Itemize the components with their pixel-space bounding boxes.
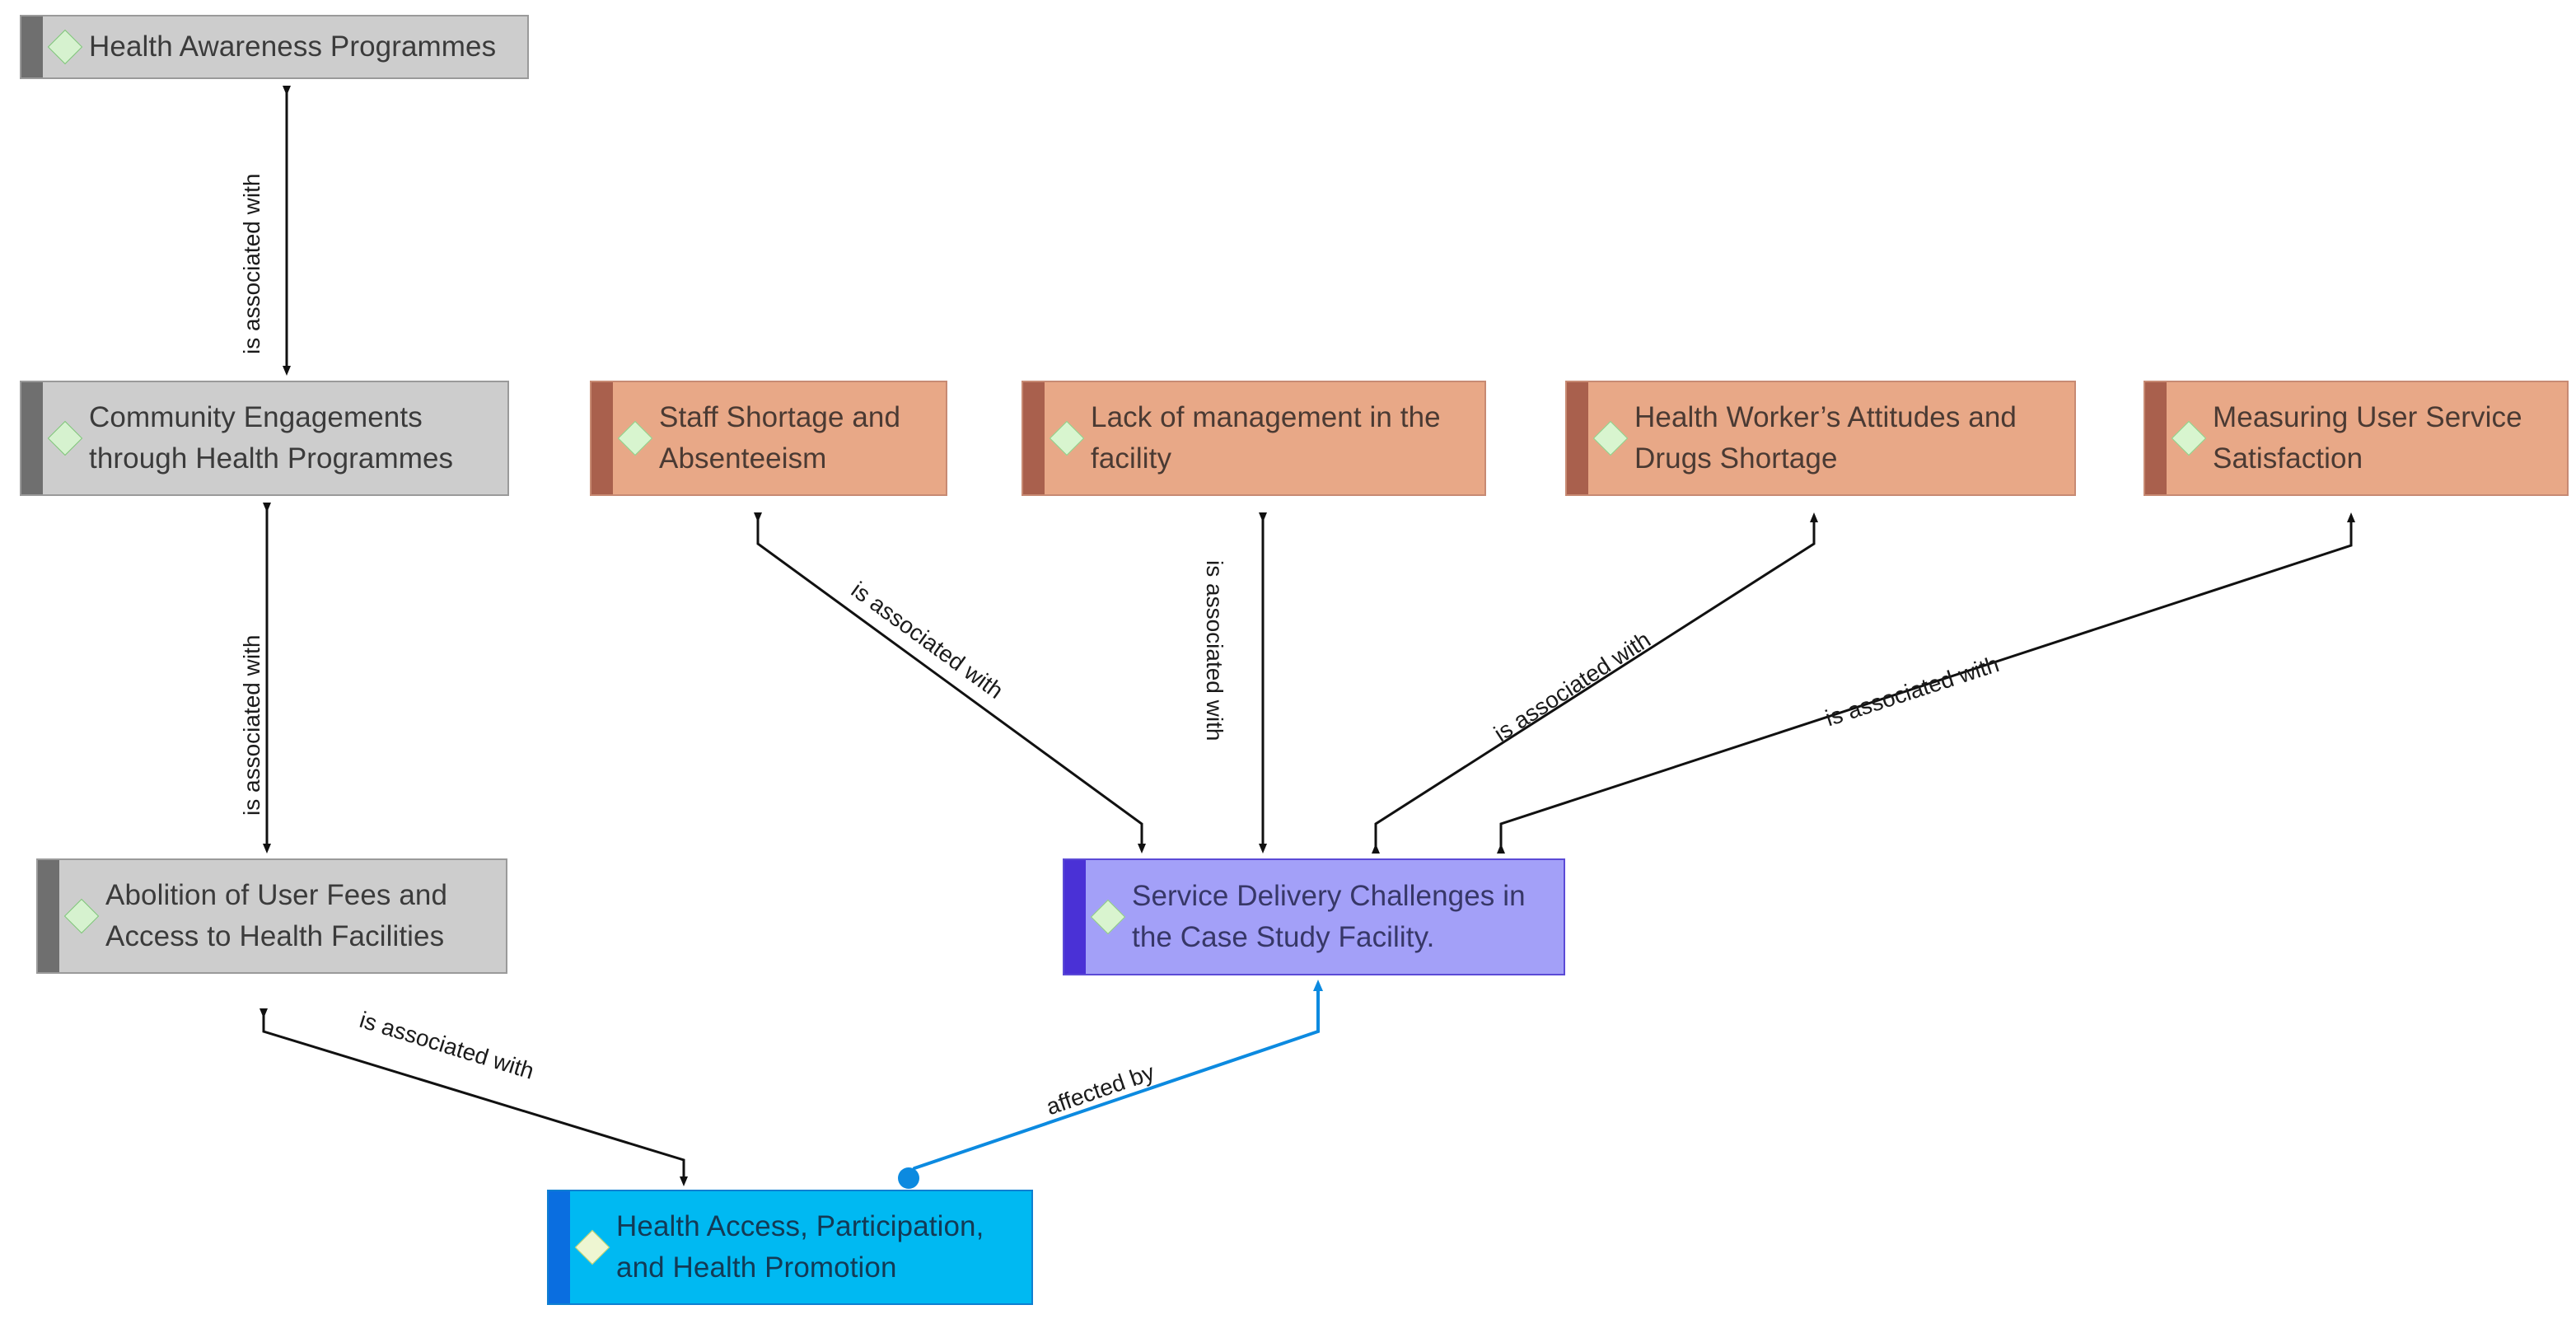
node-label: Health Awareness Programmes [89,30,497,63]
node-body: Community Engagements through Health Pro… [43,382,507,494]
node-service-delivery-challenges[interactable]: Service Delivery Challenges in the Case … [1063,858,1565,975]
node-body: Health Access, Participation, and Health… [570,1191,1031,1303]
diamond-icon [63,898,100,934]
node-abolition-of-user-fees[interactable]: Abolition of User Fees and Access to Hea… [36,858,507,974]
node-body: Health Awareness Programmes [43,16,527,77]
node-body: Health Worker’s Attitudes and Drugs Shor… [1588,382,2074,494]
node-label: Health Worker’s Attitudes and Drugs Shor… [1634,401,2017,475]
node-label: Abolition of User Fees and Access to Hea… [105,879,448,952]
diamond-icon [1090,899,1126,935]
edge-label-community-abolition: is associated with [239,634,264,816]
node-body: Abolition of User Fees and Access to Hea… [59,860,506,972]
node-lack-of-management[interactable]: Lack of management in the facility [1022,381,1486,496]
node-accent-band [21,16,43,77]
diamond-icon [47,29,83,65]
node-health-worker-attitudes[interactable]: Health Worker’s Attitudes and Drugs Shor… [1565,381,2076,496]
diamond-icon [47,420,83,456]
edge-staff-shortage-service[interactable] [754,512,1146,854]
node-accent-band [38,860,59,972]
edge-label-lack-management-service: is associated with [1202,560,1227,741]
node-label: Service Delivery Challenges in the Case … [1132,880,1526,953]
node-label: Health Access, Participation, and Health… [616,1210,984,1284]
edge-line [259,1008,688,1186]
node-staff-shortage-absenteeism[interactable]: Staff Shortage and Absenteeism [590,381,947,496]
node-label: Lack of management in the facility [1091,401,1441,475]
edge-line [907,980,1323,1180]
diamond-icon [574,1229,610,1265]
node-accent-band [591,382,613,494]
node-body: Lack of management in the facility [1045,382,1484,494]
edge-measuring-service[interactable] [1497,512,2355,854]
edge-line [754,512,1146,854]
node-label: Measuring User Service Satisfaction [2213,401,2522,475]
edge-line [1497,512,2355,854]
node-body: Measuring User Service Satisfaction [2167,382,2567,494]
node-accent-band [1567,382,1588,494]
edge-health-access-service[interactable] [898,980,1323,1189]
node-accent-band [549,1191,570,1303]
node-label: Community Engagements through Health Pro… [89,401,454,475]
diamond-icon [617,420,653,456]
node-accent-band [1064,860,1086,974]
node-health-access-participation[interactable]: Health Access, Participation, and Health… [547,1190,1033,1305]
node-accent-band [2145,382,2167,494]
node-health-awareness-programmes[interactable]: Health Awareness Programmes [20,15,529,79]
node-accent-band [1023,382,1045,494]
diamond-icon [1049,420,1085,456]
node-body: Staff Shortage and Absenteeism [613,382,946,494]
node-body: Service Delivery Challenges in the Case … [1086,860,1564,974]
diamond-icon [2171,420,2207,456]
edge-label-awareness-community: is associated with [239,173,264,354]
diamond-icon [1592,420,1629,456]
edge-abolition-health-access[interactable] [259,1008,688,1186]
node-accent-band [21,382,43,494]
node-label: Staff Shortage and Absenteeism [659,401,901,475]
node-measuring-user-service-satisfaction[interactable]: Measuring User Service Satisfaction [2144,381,2569,496]
node-community-engagements[interactable]: Community Engagements through Health Pro… [20,381,509,496]
